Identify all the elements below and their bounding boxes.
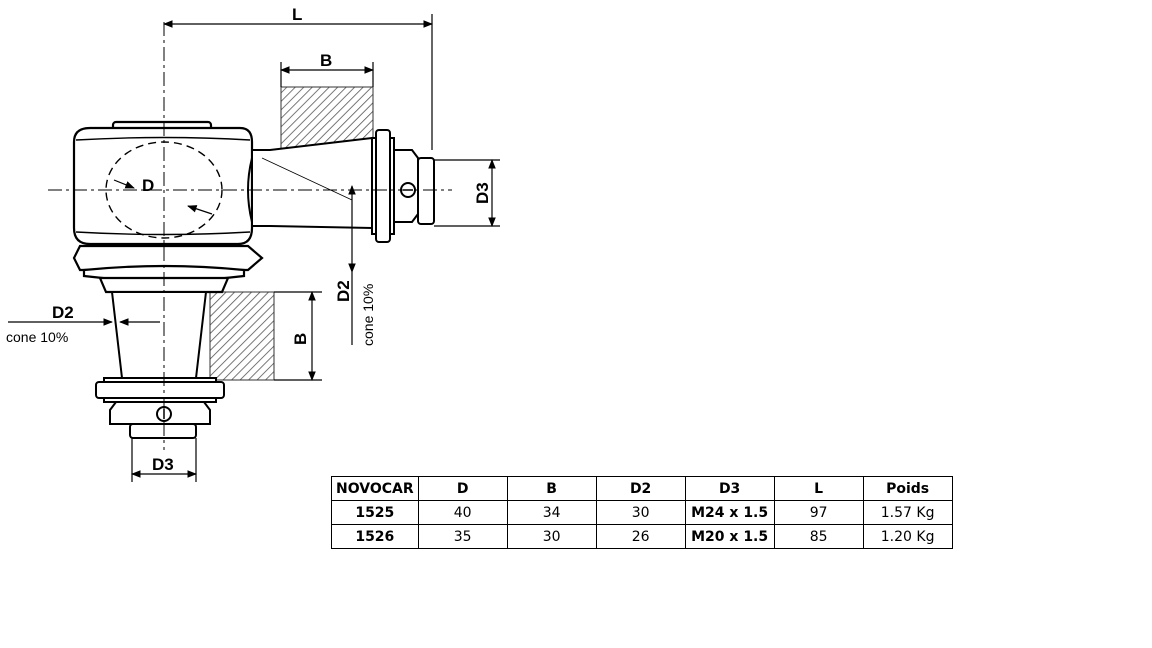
column-header: D — [417, 476, 508, 501]
column-header: NOVOCAR — [331, 476, 419, 501]
cone-label-vertical: cone 10% — [6, 329, 68, 345]
table-cell: M24 x 1.5 — [684, 500, 775, 525]
column-header: D2 — [595, 476, 686, 501]
horizontal-stud — [247, 129, 435, 243]
column-header: B — [506, 476, 597, 501]
table-cell: 34 — [506, 500, 597, 525]
dim-label-l: L — [292, 5, 302, 24]
table-row: 1526 35 30 26 M20 x 1.5 85 1.20 Kg — [331, 524, 953, 549]
table-cell: 40 — [417, 500, 508, 525]
center-lines — [48, 22, 452, 450]
column-header: L — [773, 476, 864, 501]
table-header-row: NOVOCAR D B D2 D3 L Poids — [331, 476, 953, 501]
table-cell: 1526 — [331, 524, 419, 549]
dim-label-d2-horizontal: D2 — [334, 280, 353, 302]
table-cell: 30 — [506, 524, 597, 549]
dim-label-d3-vertical: D3 — [152, 455, 174, 474]
table-row: 1525 40 34 30 M24 x 1.5 97 1.57 Kg — [331, 500, 953, 525]
column-header: D3 — [684, 476, 775, 501]
vertical-clamp-zone — [209, 291, 275, 381]
table-cell: 35 — [417, 524, 508, 549]
cone-label-horizontal: cone 10% — [360, 284, 376, 346]
table-cell: 85 — [773, 524, 864, 549]
table-cell: 1525 — [331, 500, 419, 525]
column-header: Poids — [862, 476, 953, 501]
vertical-stud — [95, 291, 225, 439]
table-cell: 97 — [773, 500, 864, 525]
dim-label-d: D — [142, 176, 154, 195]
dimension-lines — [8, 14, 500, 482]
dim-label-d2-vertical: D2 — [52, 303, 74, 322]
dim-label-d3-horizontal: D3 — [473, 182, 492, 204]
dim-label-b-horizontal: B — [320, 51, 332, 70]
table-cell: 1.20 Kg — [862, 524, 953, 549]
table-cell: 26 — [595, 524, 686, 549]
table-cell: 30 — [595, 500, 686, 525]
table-cell: 1.57 Kg — [862, 500, 953, 525]
ball-housing — [72, 120, 264, 294]
dim-label-b-vertical: B — [291, 333, 310, 345]
table-cell: M20 x 1.5 — [684, 524, 775, 549]
dimensions-table: NOVOCAR D B D2 D3 L Poids 1525 40 34 30 … — [331, 476, 953, 549]
